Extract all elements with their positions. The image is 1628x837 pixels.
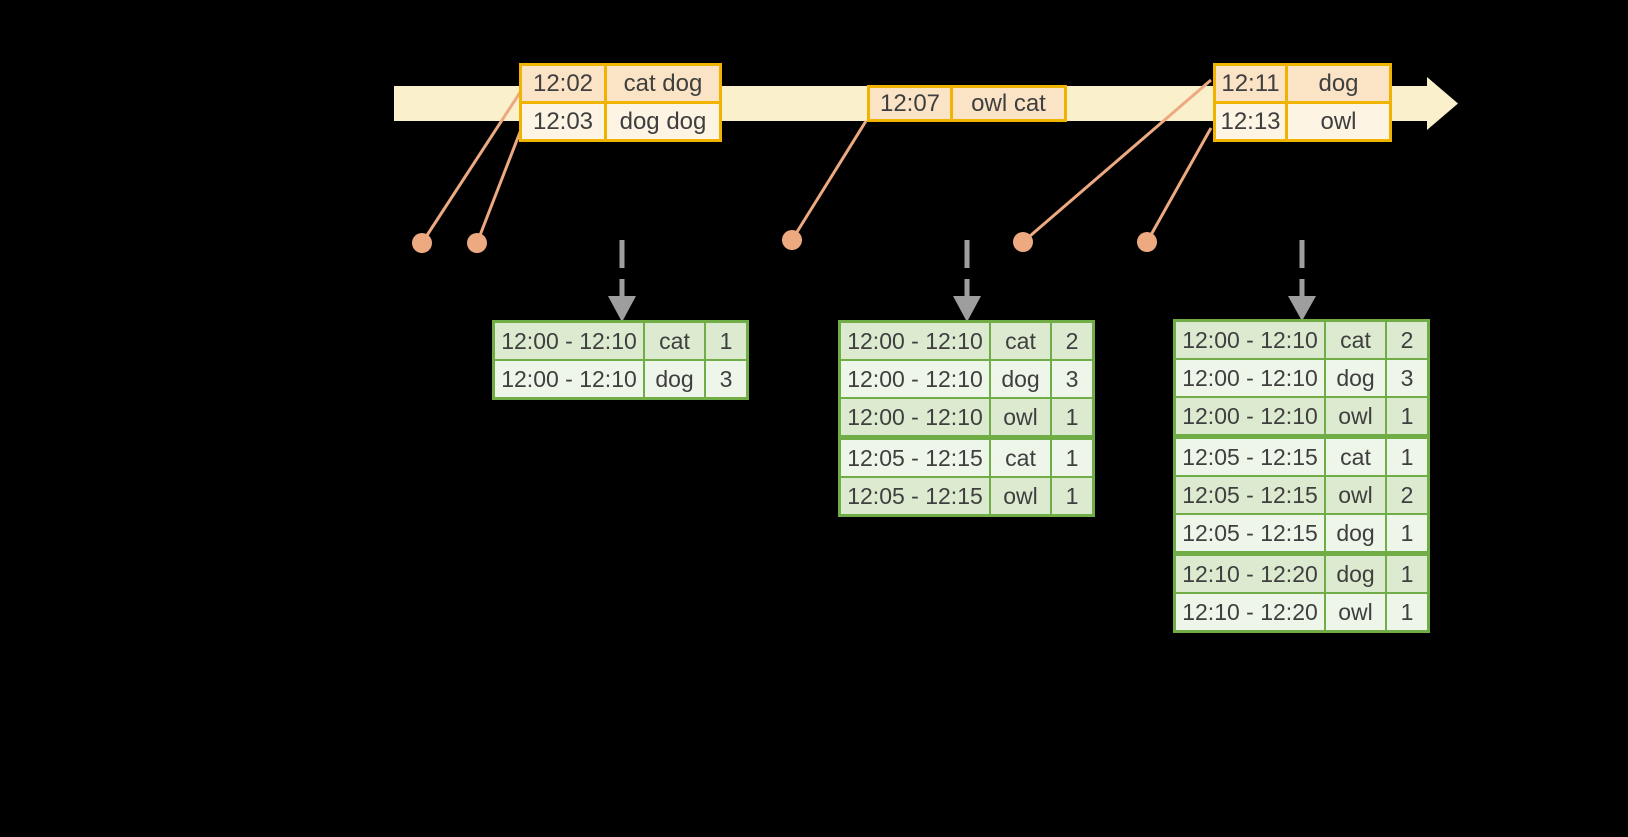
result-row: 12:00 - 12:10 cat 1 — [495, 323, 746, 359]
count: 1 — [1387, 398, 1427, 434]
connector-line — [420, 90, 523, 244]
event-row: 12:07 owl cat — [870, 88, 1064, 119]
word: owl — [991, 478, 1050, 514]
result-row: 12:00 - 12:10 cat 2 — [1176, 322, 1427, 358]
word: cat — [1326, 322, 1385, 358]
word: cat — [991, 323, 1050, 359]
word: owl — [1326, 594, 1385, 630]
window-range: 12:10 - 12:20 — [1176, 594, 1324, 630]
count: 1 — [1387, 556, 1427, 592]
event-time: 12:03 — [522, 104, 604, 139]
result-row: 12:00 - 12:10 owl 1 — [1176, 398, 1427, 434]
event-dot — [412, 233, 432, 253]
window-range: 12:05 - 12:15 — [1176, 439, 1324, 475]
event-row: 12:11 dog — [1216, 66, 1389, 101]
result-row: 12:00 - 12:10 dog 3 — [495, 361, 746, 397]
arrow-down-icon — [1288, 296, 1316, 321]
result-row: 12:00 - 12:10 cat 2 — [841, 323, 1092, 359]
window-range: 12:00 - 12:10 — [495, 323, 643, 359]
event-words: cat dog — [607, 66, 719, 101]
window-range: 12:00 - 12:10 — [841, 361, 989, 397]
window-range: 12:00 - 12:10 — [1176, 322, 1324, 358]
count: 3 — [706, 361, 746, 397]
window-range: 12:00 - 12:10 — [495, 361, 643, 397]
event-words: dog dog — [607, 104, 719, 139]
connector-line — [475, 126, 524, 244]
event-time: 12:02 — [522, 66, 604, 101]
event-table-3: 12:11 dog 12:13 owl — [1213, 63, 1392, 142]
window-range: 12:05 - 12:15 — [1176, 515, 1324, 551]
result-row: 12:05 - 12:15 dog 1 — [1176, 515, 1427, 551]
count: 1 — [1052, 399, 1092, 435]
event-dot — [1013, 232, 1033, 252]
word: owl — [1326, 477, 1385, 513]
word: cat — [1326, 439, 1385, 475]
window-range: 12:00 - 12:10 — [1176, 398, 1324, 434]
word: cat — [645, 323, 704, 359]
connector-line — [1022, 78, 1212, 244]
event-words: dog — [1288, 66, 1389, 101]
count: 2 — [1052, 323, 1092, 359]
event-row: 12:13 owl — [1216, 104, 1389, 139]
result-table-1: 12:00 - 12:10 cat 1 12:00 - 12:10 dog 3 — [492, 320, 749, 400]
result-row: 12:10 - 12:20 owl 1 — [1176, 594, 1427, 630]
count: 2 — [1387, 477, 1427, 513]
arrow-down-icon — [953, 296, 981, 322]
result-row: 12:05 - 12:15 cat 1 — [1176, 439, 1427, 475]
window-range: 12:05 - 12:15 — [841, 478, 989, 514]
event-dot — [782, 230, 802, 250]
result-row: 12:00 - 12:10 dog 3 — [1176, 360, 1427, 396]
count: 1 — [1387, 439, 1427, 475]
event-words: owl cat — [953, 88, 1064, 119]
event-time: 12:07 — [870, 88, 950, 119]
window-range: 12:00 - 12:10 — [1176, 360, 1324, 396]
count: 1 — [706, 323, 746, 359]
timeline-arrowhead-icon — [1427, 77, 1458, 130]
count: 1 — [1052, 440, 1092, 476]
count: 1 — [1387, 594, 1427, 630]
event-dot — [1137, 232, 1157, 252]
word: dog — [1326, 515, 1385, 551]
window-range: 12:10 - 12:20 — [1176, 556, 1324, 592]
event-dot — [467, 233, 487, 253]
connector-line — [790, 120, 868, 241]
result-row: 12:10 - 12:20 dog 1 — [1176, 556, 1427, 592]
result-row: 12:05 - 12:15 owl 1 — [841, 478, 1092, 514]
word: dog — [645, 361, 704, 397]
count: 1 — [1387, 515, 1427, 551]
event-words: owl — [1288, 104, 1389, 139]
event-time: 12:11 — [1216, 66, 1285, 101]
word: cat — [991, 440, 1050, 476]
window-range: 12:05 - 12:15 — [841, 440, 989, 476]
event-time: 12:13 — [1216, 104, 1285, 139]
result-table-2: 12:00 - 12:10 cat 2 12:00 - 12:10 dog 3 … — [838, 320, 1095, 517]
result-row: 12:05 - 12:15 cat 1 — [841, 440, 1092, 476]
count: 3 — [1387, 360, 1427, 396]
count: 3 — [1052, 361, 1092, 397]
window-range: 12:05 - 12:15 — [1176, 477, 1324, 513]
result-table-3: 12:00 - 12:10 cat 2 12:00 - 12:10 dog 3 … — [1173, 319, 1430, 633]
result-row: 12:05 - 12:15 owl 2 — [1176, 477, 1427, 513]
event-table-1: 12:02 cat dog 12:03 dog dog — [519, 63, 722, 142]
word: dog — [991, 361, 1050, 397]
event-row: 12:02 cat dog — [522, 66, 719, 101]
count: 1 — [1052, 478, 1092, 514]
event-row: 12:03 dog dog — [522, 104, 719, 139]
result-row: 12:00 - 12:10 owl 1 — [841, 399, 1092, 435]
word: dog — [1326, 360, 1385, 396]
window-range: 12:00 - 12:10 — [841, 399, 989, 435]
word: owl — [991, 399, 1050, 435]
count: 2 — [1387, 322, 1427, 358]
window-range: 12:00 - 12:10 — [841, 323, 989, 359]
event-table-2: 12:07 owl cat — [867, 85, 1067, 122]
result-row: 12:00 - 12:10 dog 3 — [841, 361, 1092, 397]
connector-line — [1145, 127, 1213, 243]
arrow-down-icon — [608, 296, 636, 322]
word: dog — [1326, 556, 1385, 592]
word: owl — [1326, 398, 1385, 434]
